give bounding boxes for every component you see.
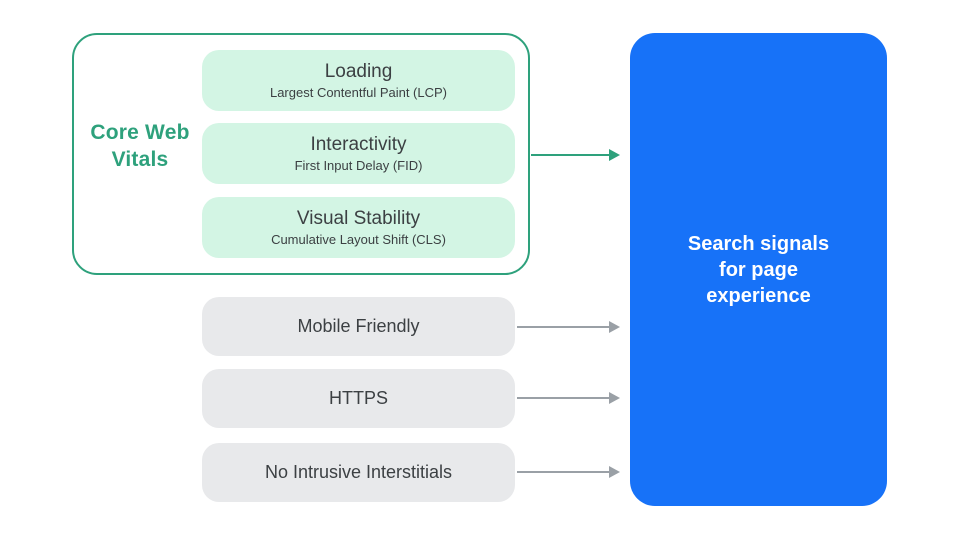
cwv-card-interactivity: Interactivity First Input Delay (FID) xyxy=(202,123,515,184)
signal-card-no-intrusive-interstitials-label: No Intrusive Interstitials xyxy=(264,462,453,482)
arrow-head xyxy=(609,466,620,478)
arrow-head xyxy=(609,321,620,333)
core-web-vitals-label: Core Web Vitals xyxy=(90,121,190,171)
signal-card-no-intrusive-interstitials: No Intrusive Interstitials xyxy=(202,443,515,502)
search-signals-result-label: Search signals for page experience xyxy=(687,232,830,307)
cwv-card-loading: Loading Largest Contentful Paint (LCP) xyxy=(202,50,515,111)
signal-card-https-label: HTTPS xyxy=(328,388,388,408)
arrow-shaft xyxy=(517,326,611,328)
cwv-card-loading-title: Loading xyxy=(324,61,393,82)
arrow-shaft xyxy=(531,154,611,156)
signal-card-mobile-friendly: Mobile Friendly xyxy=(202,297,515,356)
arrow-right-icon xyxy=(517,321,620,333)
cwv-card-interactivity-title: Interactivity xyxy=(310,134,407,155)
arrow-shaft xyxy=(517,471,611,473)
signal-card-mobile-friendly-label: Mobile Friendly xyxy=(297,316,420,336)
arrow-head xyxy=(609,392,620,404)
arrow-shaft xyxy=(517,397,611,399)
arrow-right-icon xyxy=(531,149,620,161)
arrow-right-icon xyxy=(517,466,620,478)
arrow-head xyxy=(609,149,620,161)
core-web-vitals-container xyxy=(72,33,530,275)
search-signals-result-box: Search signals for page experience xyxy=(630,33,887,506)
cwv-card-visual-stability: Visual Stability Cumulative Layout Shift… xyxy=(202,197,515,258)
cwv-card-loading-subtitle: Largest Contentful Paint (LCP) xyxy=(269,85,448,100)
signal-card-https: HTTPS xyxy=(202,369,515,428)
cwv-card-visual-stability-subtitle: Cumulative Layout Shift (CLS) xyxy=(271,232,446,247)
cwv-card-interactivity-subtitle: First Input Delay (FID) xyxy=(294,158,423,173)
arrow-right-icon xyxy=(517,392,620,404)
cwv-card-visual-stability-title: Visual Stability xyxy=(296,208,421,229)
